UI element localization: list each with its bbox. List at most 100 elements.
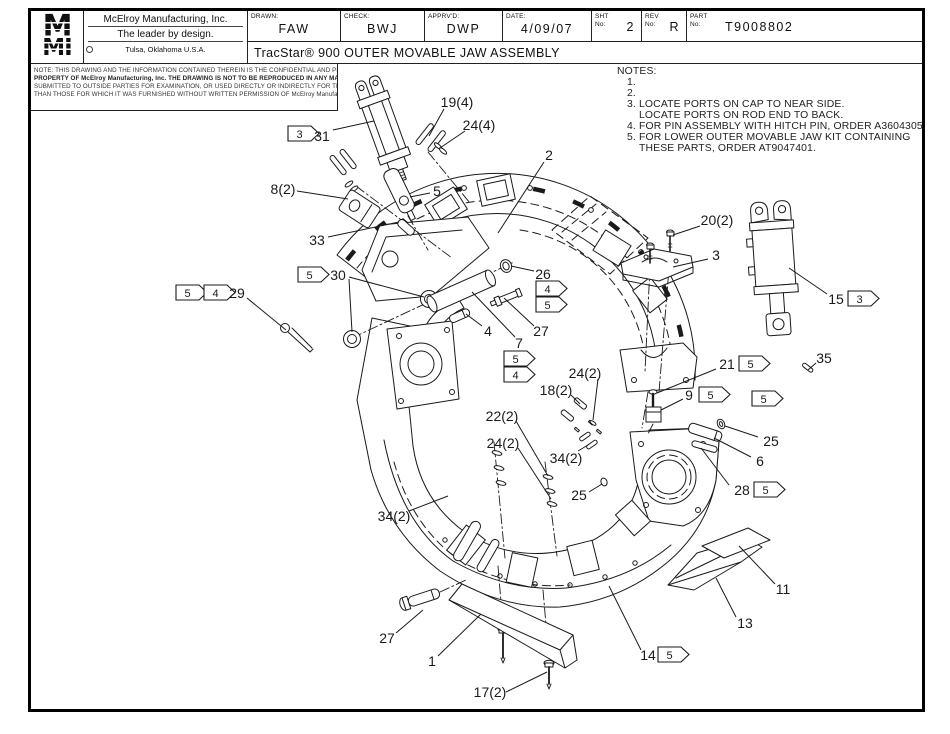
callout-34(2): 34(2) bbox=[550, 444, 589, 466]
field-date: DATE: 4/09/07 bbox=[503, 11, 592, 42]
note-line: 2. bbox=[627, 88, 636, 99]
note-line: 5. FOR LOWER OUTER MOVABLE JAW KIT CONTA… bbox=[627, 132, 911, 143]
svg-text:4: 4 bbox=[512, 370, 518, 382]
note-line: 1. bbox=[627, 77, 636, 88]
svg-text:4: 4 bbox=[212, 288, 218, 300]
svg-text:31: 31 bbox=[314, 128, 330, 144]
note-flag-icon bbox=[657, 646, 690, 663]
hydraulic-cylinder-31 bbox=[354, 75, 412, 183]
callout-24(2): 24(2) bbox=[569, 365, 602, 421]
note-flag-icon bbox=[738, 355, 771, 372]
drawing-title-cell: TracStar® 900 OUTER MOVABLE JAW ASSEMBLY bbox=[248, 42, 922, 64]
note-flag-icon bbox=[175, 284, 208, 301]
callout-19(4): 19(4) bbox=[428, 94, 473, 137]
field-check: CHECK: BWJ bbox=[341, 11, 425, 42]
field-rev: REV No: R bbox=[642, 11, 687, 42]
field-date-label: DATE: bbox=[506, 13, 526, 20]
company-tagline: The leader by design. bbox=[88, 27, 243, 42]
callout-33: 33 bbox=[309, 221, 400, 248]
callout-6: 6 bbox=[713, 437, 764, 469]
field-apprvd-label: APPRV'D: bbox=[428, 13, 460, 20]
svg-text:5: 5 bbox=[544, 300, 550, 312]
company-location: Tulsa, Oklahoma U.S.A. bbox=[84, 42, 247, 54]
svg-text:30: 30 bbox=[330, 267, 346, 283]
note-flag-icon bbox=[503, 350, 536, 367]
svg-text:18(2): 18(2) bbox=[540, 382, 573, 398]
exploded-assembly-diagram: 33119(4)24(4)8(2)53325305429452654742720… bbox=[175, 75, 880, 700]
disclaimer-line: THAN THOSE FOR WHICH IT WAS FURNISHED WI… bbox=[34, 90, 338, 98]
svg-text:8(2): 8(2) bbox=[271, 181, 296, 197]
drawing-title: TracStar® 900 OUTER MOVABLE JAW ASSEMBLY bbox=[254, 46, 560, 60]
notes-block: NOTES: 1.2.3. LOCATE PORTS ON CAP TO NEA… bbox=[612, 66, 937, 154]
note-line: 3. LOCATE PORTS ON CAP TO NEAR SIDE. bbox=[627, 99, 845, 110]
callout-8(2): 8(2) bbox=[271, 181, 349, 200]
svg-text:26: 26 bbox=[535, 266, 551, 282]
callout-9: 59 bbox=[660, 386, 731, 411]
callout-30: 5 30 bbox=[297, 266, 425, 333]
svg-text:5: 5 bbox=[760, 394, 766, 406]
svg-text:1: 1 bbox=[428, 653, 436, 669]
svg-text:7: 7 bbox=[515, 335, 523, 351]
callout-15: 315 bbox=[788, 267, 880, 307]
callout-18(2): 18(2) bbox=[540, 382, 581, 405]
svg-text:24(2): 24(2) bbox=[569, 365, 602, 381]
callout-25: 25 bbox=[571, 483, 603, 503]
svg-text:2: 2 bbox=[545, 147, 553, 163]
svg-text:9: 9 bbox=[685, 387, 693, 403]
field-part-label1: PART bbox=[690, 13, 708, 20]
note-flag-icon bbox=[535, 280, 568, 297]
field-check-value: BWJ bbox=[367, 22, 398, 36]
company-logo: M MI bbox=[31, 11, 84, 64]
field-sht-label1: SHT bbox=[595, 13, 609, 20]
drawing-border-frame: M MI McElroy Manufacturing, Inc. The lea… bbox=[28, 8, 926, 712]
svg-text:5: 5 bbox=[747, 359, 753, 371]
svg-text:3: 3 bbox=[712, 247, 720, 263]
callout-31: 3 31 bbox=[287, 120, 375, 144]
svg-text:15: 15 bbox=[828, 291, 844, 307]
callout-27: 27 bbox=[503, 297, 549, 339]
svg-text:17(2): 17(2) bbox=[474, 684, 507, 700]
svg-text:5: 5 bbox=[306, 270, 312, 282]
note-line: LOCATE PORTS ON ROD END TO BACK. bbox=[639, 110, 844, 121]
callout-13: 13 bbox=[715, 577, 753, 631]
field-sht-value: 2 bbox=[626, 20, 635, 34]
lower-jaw-body bbox=[356, 317, 720, 608]
callout-2: 2 bbox=[497, 147, 553, 234]
svg-text:29: 29 bbox=[229, 285, 245, 301]
field-rev-label2: No: bbox=[645, 21, 656, 29]
svg-text:34(2): 34(2) bbox=[550, 450, 583, 466]
callout-24(4): 24(4) bbox=[439, 117, 495, 149]
field-drawn-label: DRAWN: bbox=[251, 13, 279, 20]
svg-text:25: 25 bbox=[763, 433, 779, 449]
svg-text:5: 5 bbox=[512, 354, 518, 366]
field-date-value: 4/09/07 bbox=[520, 22, 574, 36]
disclaimer-line: NOTE: THIS DRAWING AND THE INFORMATION C… bbox=[34, 67, 337, 74]
callout-35: 35 bbox=[807, 350, 832, 371]
svg-text:35: 35 bbox=[816, 350, 832, 366]
field-drawn-value: FAW bbox=[278, 22, 310, 36]
small-parts bbox=[280, 123, 814, 690]
svg-text:27: 27 bbox=[379, 630, 395, 646]
callout-7: 5 4 7 bbox=[471, 291, 536, 383]
svg-text:21: 21 bbox=[719, 356, 735, 372]
callout-28: 528 bbox=[700, 447, 786, 498]
screws-20 bbox=[646, 229, 675, 264]
company-name: McElroy Manufacturing, Inc. bbox=[88, 11, 243, 27]
note-flag-icon bbox=[535, 296, 568, 313]
field-rev-label1: REV bbox=[645, 13, 659, 20]
field-check-label: CHECK: bbox=[344, 13, 370, 20]
callout-20(2): 20(2) bbox=[672, 212, 734, 236]
note-flag-icon bbox=[698, 386, 731, 403]
svg-text:25: 25 bbox=[571, 487, 587, 503]
svg-text:5: 5 bbox=[666, 650, 672, 662]
company-info: McElroy Manufacturing, Inc. The leader b… bbox=[84, 11, 248, 64]
field-sht-label2: No: bbox=[595, 21, 606, 29]
svg-text:3: 3 bbox=[296, 129, 302, 141]
svg-text:5: 5 bbox=[762, 485, 768, 497]
field-apprvd-value: DWP bbox=[446, 22, 481, 36]
callout-24(2): 24(2) bbox=[487, 435, 552, 500]
svg-text:22(2): 22(2) bbox=[486, 408, 519, 424]
svg-text:20(2): 20(2) bbox=[701, 212, 734, 228]
